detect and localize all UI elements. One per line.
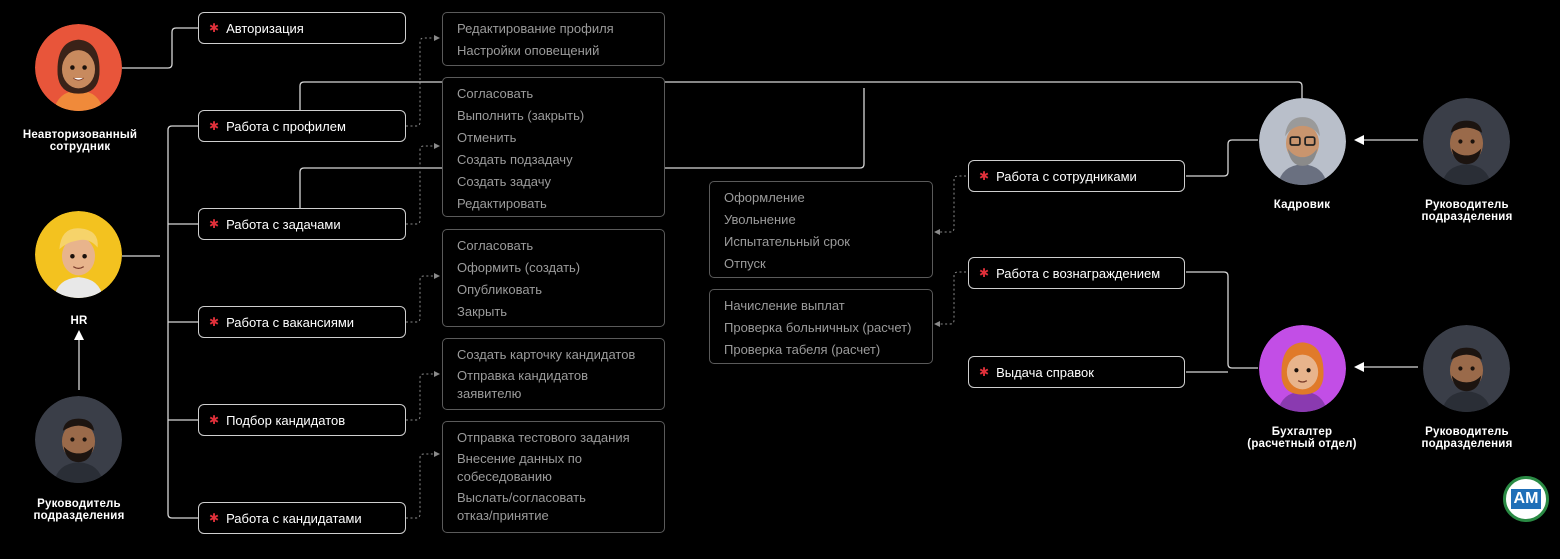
required-asterisk-icon: ✱: [209, 21, 220, 35]
required-asterisk-icon: ✱: [979, 365, 990, 379]
accountant-avatar: [1259, 325, 1346, 412]
head-of-department-avatar-right-bottom: [1423, 325, 1510, 412]
role-accountant: Бухгалтер (расчетный отдел): [1247, 426, 1357, 450]
node-authorization[interactable]: ✱ Авторизация: [198, 12, 406, 44]
required-asterisk-icon: ✱: [209, 315, 220, 329]
node-candidates[interactable]: ✱ Работа с кандидатами: [198, 502, 406, 534]
node-label: Работа с вакансиями: [226, 314, 355, 330]
panel-item[interactable]: Выслать/согласовать отказ/принятие: [457, 490, 586, 523]
head-of-department-avatar-left: [35, 396, 122, 483]
panel-item[interactable]: Согласовать: [457, 238, 534, 253]
node-label: Авторизация: [226, 20, 304, 36]
panel-item[interactable]: Увольнение: [724, 212, 796, 227]
node-vacancies[interactable]: ✱ Работа с вакансиями: [198, 306, 406, 338]
am-logo: AM: [1503, 476, 1549, 522]
head-of-department-avatar-right-top: [1423, 98, 1510, 185]
node-tasks[interactable]: ✱ Работа с задачами: [198, 208, 406, 240]
role-head-of-department-right-top: Руководитель подразделения: [1421, 199, 1513, 223]
node-candidate-selection[interactable]: ✱ Подбор кандидатов: [198, 404, 406, 436]
panel-item[interactable]: Создать задачу: [457, 174, 552, 189]
role-hr: HR: [70, 315, 88, 327]
panel-item[interactable]: Оформить (создать): [457, 260, 581, 275]
node-employees[interactable]: ✱ Работа с сотрудниками: [968, 160, 1185, 192]
required-asterisk-icon: ✱: [209, 511, 220, 525]
panel-task-actions: Согласовать Выполнить (закрыть) Отменить…: [442, 77, 665, 217]
panel-item[interactable]: Выполнить (закрыть): [457, 108, 585, 123]
node-label: Работа с сотрудниками: [996, 168, 1137, 184]
node-label: Работа с профилем: [226, 118, 346, 134]
unauthorized-employee-avatar: [35, 24, 122, 111]
panel-item[interactable]: Редактировать: [457, 196, 547, 211]
node-label: Подбор кандидатов: [226, 412, 346, 428]
panel-item[interactable]: Закрыть: [457, 304, 508, 319]
panel-item[interactable]: Оформление: [724, 190, 805, 205]
panel-reward-actions: Начисление выплат Проверка больничных (р…: [709, 289, 933, 364]
node-label: Работа с вознаграждением: [996, 265, 1161, 281]
logo-text: AM: [1510, 489, 1542, 509]
node-label: Выдача справок: [996, 364, 1094, 380]
panel-item[interactable]: Начисление выплат: [724, 298, 845, 313]
required-asterisk-icon: ✱: [209, 413, 220, 427]
role-unauthorized-employee: Неавторизованный сотрудник: [22, 129, 138, 153]
panel-item[interactable]: Согласовать: [457, 86, 534, 101]
panel-item[interactable]: Испытательный срок: [724, 234, 850, 249]
panel-item[interactable]: Опубликовать: [457, 282, 543, 297]
panel-vacancy-actions: Согласовать Оформить (создать) Опубликов…: [442, 229, 665, 327]
node-certificates[interactable]: ✱ Выдача справок: [968, 356, 1185, 388]
panel-item[interactable]: Проверка табеля (расчет): [724, 342, 881, 357]
role-head-of-department-left: Руководитель подразделения: [33, 498, 125, 522]
required-asterisk-icon: ✱: [979, 169, 990, 183]
node-label: Работа с кандидатами: [226, 510, 362, 526]
panel-item[interactable]: Создать карточку кандидатов: [457, 347, 636, 362]
node-label: Работа с задачами: [226, 216, 341, 232]
required-asterisk-icon: ✱: [209, 217, 220, 231]
role-head-of-department-right-bottom: Руководитель подразделения: [1421, 426, 1513, 450]
panel-item[interactable]: Проверка больничных (расчет): [724, 320, 912, 335]
panel-item[interactable]: Настройки оповещений: [457, 43, 600, 58]
node-rewards[interactable]: ✱ Работа с вознаграждением: [968, 257, 1185, 289]
panel-item[interactable]: Редактирование профиля: [457, 21, 614, 36]
role-kadrovik: Кадровик: [1273, 199, 1331, 211]
required-asterisk-icon: ✱: [979, 266, 990, 280]
kadrovik-avatar: [1259, 98, 1346, 185]
panel-item[interactable]: Отправка кандидатов заявителю: [457, 368, 588, 401]
panel-selection-actions: Создать карточку кандидатов Отправка кан…: [442, 338, 665, 410]
node-profile[interactable]: ✱ Работа с профилем: [198, 110, 406, 142]
panel-item[interactable]: Внесение данных по собеседованию: [457, 451, 582, 484]
panel-candidate-actions: Отправка тестового задания Внесение данн…: [442, 421, 665, 533]
panel-profile-actions: Редактирование профиля Настройки оповеще…: [442, 12, 665, 66]
hr-avatar: [35, 211, 122, 298]
panel-item[interactable]: Создать подзадачу: [457, 152, 573, 167]
panel-item[interactable]: Отправка тестового задания: [457, 430, 630, 445]
panel-item[interactable]: Отпуск: [724, 256, 766, 271]
required-asterisk-icon: ✱: [209, 119, 220, 133]
panel-employee-actions: Оформление Увольнение Испытательный срок…: [709, 181, 933, 278]
panel-item[interactable]: Отменить: [457, 130, 517, 145]
